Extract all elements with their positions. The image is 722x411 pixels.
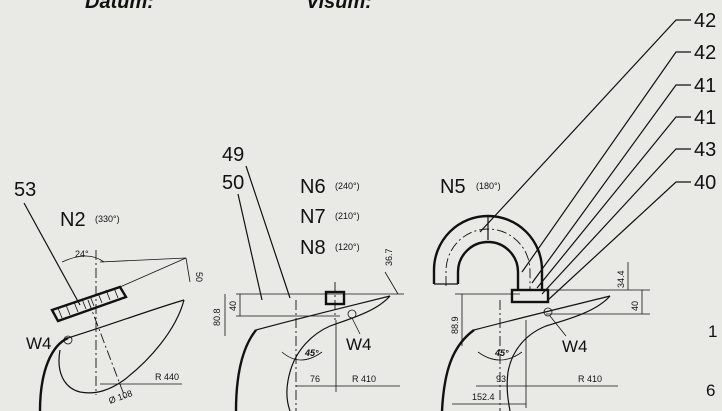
nozzle-n6-label: N6 <box>300 176 326 198</box>
n2-weld-label: W4 <box>26 334 52 353</box>
n2-weld-marker <box>63 335 73 345</box>
dim-36-7-line <box>384 271 399 295</box>
angle-24-label: 24° <box>75 249 89 259</box>
callout-41-a: 41 <box>694 75 716 97</box>
margin-number-6: 6 <box>706 381 715 400</box>
n2-shell-top <box>67 299 185 339</box>
nozzle-n8-angle: (120°) <box>335 242 360 252</box>
nozzle-n2-angle: (330°) <box>95 214 120 224</box>
n5-dim-152-4-label: 152.4 <box>472 392 495 402</box>
nozzle-n7-label: N7 <box>300 206 326 228</box>
n2-dim-50-line <box>185 257 191 283</box>
b-dim-76-label: 76 <box>310 374 320 384</box>
view-n6-n8: 49 50 N6 (240°) N7 (210°) N8 (120°) 36.7… <box>212 144 404 411</box>
n5-dim-40-label: 40 <box>630 301 640 311</box>
n5-weld-label: W4 <box>562 337 588 356</box>
n5-dim-88-9-label: 88.9 <box>450 316 460 334</box>
n5-bend-inner <box>456 240 520 290</box>
callout-line-4 <box>536 116 691 289</box>
n2-dim-50-ext-a <box>119 257 187 288</box>
datum-label: Datum: <box>85 0 154 13</box>
b-shell-top <box>255 295 391 331</box>
b-dim-80-8-label: 80.8 <box>212 308 222 326</box>
n2-dim-50-label: 50 <box>194 272 204 282</box>
callout-line-2 <box>521 51 691 273</box>
n5-radius-label: R 410 <box>578 374 602 384</box>
item-50-label: 50 <box>222 172 244 194</box>
n5-dim-34-4-label: 34.4 <box>616 270 626 288</box>
n5-dim-93-label: 93 <box>496 374 506 384</box>
angle-24-arc <box>61 255 105 263</box>
n2-shell-outer <box>38 336 69 411</box>
n2-shell-inner <box>58 299 185 394</box>
n5-flange <box>510 288 550 304</box>
callout-42-b: 42 <box>694 42 716 64</box>
b-angle-45-arc <box>281 351 323 361</box>
nozzle-n6-angle: (240°) <box>335 181 360 191</box>
view-n5: N5 (180°) 34.4 40 88.9 45° W4 93 R 4 <box>432 176 650 411</box>
b-shell-outer <box>234 329 257 411</box>
nozzle-n2-label: N2 <box>60 209 86 231</box>
nozzle-n8-label: N8 <box>300 237 326 259</box>
callout-line-1 <box>479 19 691 233</box>
leader-53 <box>23 202 81 306</box>
n5-angle-45-arc <box>477 351 523 361</box>
n2-radius-label: R 440 <box>155 372 179 382</box>
n2-diameter-label: Ø 108 <box>107 388 133 406</box>
margin-number-1: 1 <box>708 322 717 341</box>
dim-36-7-label: 36.7 <box>384 248 394 266</box>
n2-dim-50-ext-b <box>99 257 187 263</box>
n2-center-diag <box>87 299 127 401</box>
callout-41-b: 41 <box>694 107 716 129</box>
item-53-label: 53 <box>14 179 36 201</box>
b-weld-leader <box>351 317 361 335</box>
n5-shell-outer <box>440 329 475 411</box>
nozzle-n5-angle: (180°) <box>476 181 501 191</box>
n5-weld-marker <box>543 307 553 317</box>
nozzle-n7-angle: (210°) <box>335 211 360 221</box>
b-weld-label: W4 <box>346 335 372 354</box>
b-radius-label: R 410 <box>352 374 376 384</box>
callout-line-6 <box>547 181 691 301</box>
callout-line-3 <box>531 84 691 284</box>
b-shell-inner <box>286 295 391 411</box>
n2-nozzle-body <box>50 285 128 323</box>
b-angle-45-label: 45° <box>304 348 319 358</box>
leader-50 <box>237 193 263 301</box>
b-weld-marker <box>347 309 357 319</box>
callout-42-a: 42 <box>694 10 716 32</box>
callout-line-5 <box>541 148 691 295</box>
nozzle-n5-label: N5 <box>440 176 466 198</box>
n5-angle-45-label: 45° <box>494 348 509 358</box>
item-49-label: 49 <box>222 144 244 166</box>
callout-43: 43 <box>694 139 716 161</box>
leader-49 <box>245 165 291 299</box>
callout-40: 40 <box>694 172 716 194</box>
n5-weld-leader <box>549 315 567 337</box>
view-n2: 53 N2 (330°) 24° 50 W4 R 440 Ø 108 <box>14 179 204 411</box>
visum-label: Visum: <box>306 0 372 13</box>
n2-nozzle-hatch <box>57 287 119 319</box>
callouts: 42 42 41 41 43 40 <box>479 10 716 301</box>
n5-shell-inner <box>506 295 611 411</box>
b-dim-40-label: 40 <box>228 301 238 311</box>
